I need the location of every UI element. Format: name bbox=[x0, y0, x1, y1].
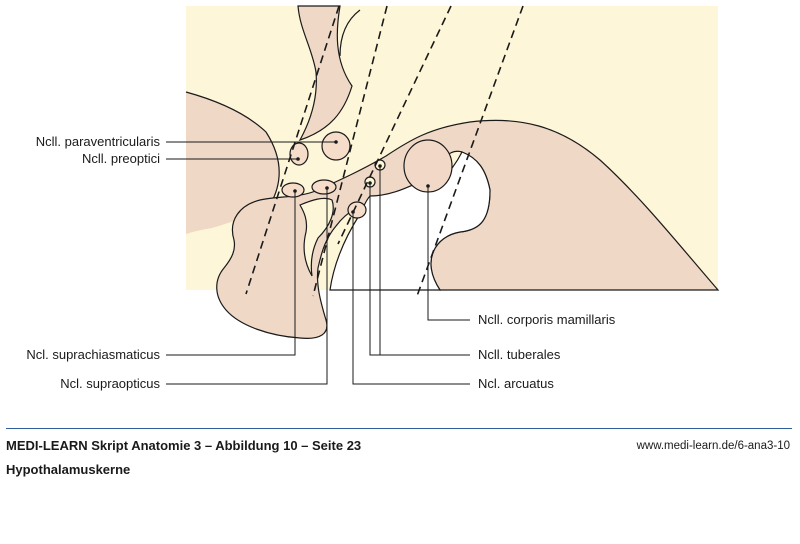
thalamus-outline bbox=[185, 91, 280, 206]
suprachiasmatic-nucleus bbox=[281, 182, 305, 198]
footer-url[interactable]: www.medi-learn.de/6-ana3-10 bbox=[636, 440, 790, 452]
label-suprachiasmaticus: Ncl. suprachiasmaticus bbox=[26, 347, 160, 362]
label-arcuatus: Ncl. arcuatus bbox=[478, 376, 554, 391]
supraoptic-nucleus bbox=[311, 179, 337, 195]
label-preoptici: Ncll. preoptici bbox=[82, 151, 160, 166]
section-plane-2 bbox=[312, 5, 388, 297]
footer-subtitle: Hypothalamuskerne bbox=[6, 462, 131, 477]
section-plane-1 bbox=[245, 5, 340, 295]
thalamus-tissue bbox=[186, 68, 280, 234]
label-supraopticus: Ncl. supraopticus bbox=[60, 376, 160, 391]
upper-tissue-fold bbox=[297, 5, 353, 142]
label-tuberales: Ncll. tuberales bbox=[478, 347, 561, 362]
mamillary-body bbox=[403, 139, 453, 193]
leader-lines bbox=[166, 140, 470, 385]
label-paraventricularis: Ncll. paraventricularis bbox=[36, 134, 161, 149]
arcuate-nucleus bbox=[347, 201, 367, 219]
paraventricular-nucleus bbox=[321, 131, 351, 161]
footer-title: MEDI-LEARN Skript Anatomie 3 – Abbildung… bbox=[6, 438, 362, 453]
infundibular-recess bbox=[299, 197, 334, 277]
hypothalamus-diagram: Ncll. paraventricularis Ncll. preoptici … bbox=[26, 5, 720, 391]
inner-fold-line bbox=[339, 9, 361, 57]
label-corporis-mamillaris: Ncll. corporis mamillaris bbox=[478, 312, 616, 327]
section-planes bbox=[245, 5, 524, 297]
preoptic-nucleus bbox=[289, 142, 309, 166]
footer-divider bbox=[6, 428, 792, 429]
section-plane-3 bbox=[337, 5, 452, 245]
